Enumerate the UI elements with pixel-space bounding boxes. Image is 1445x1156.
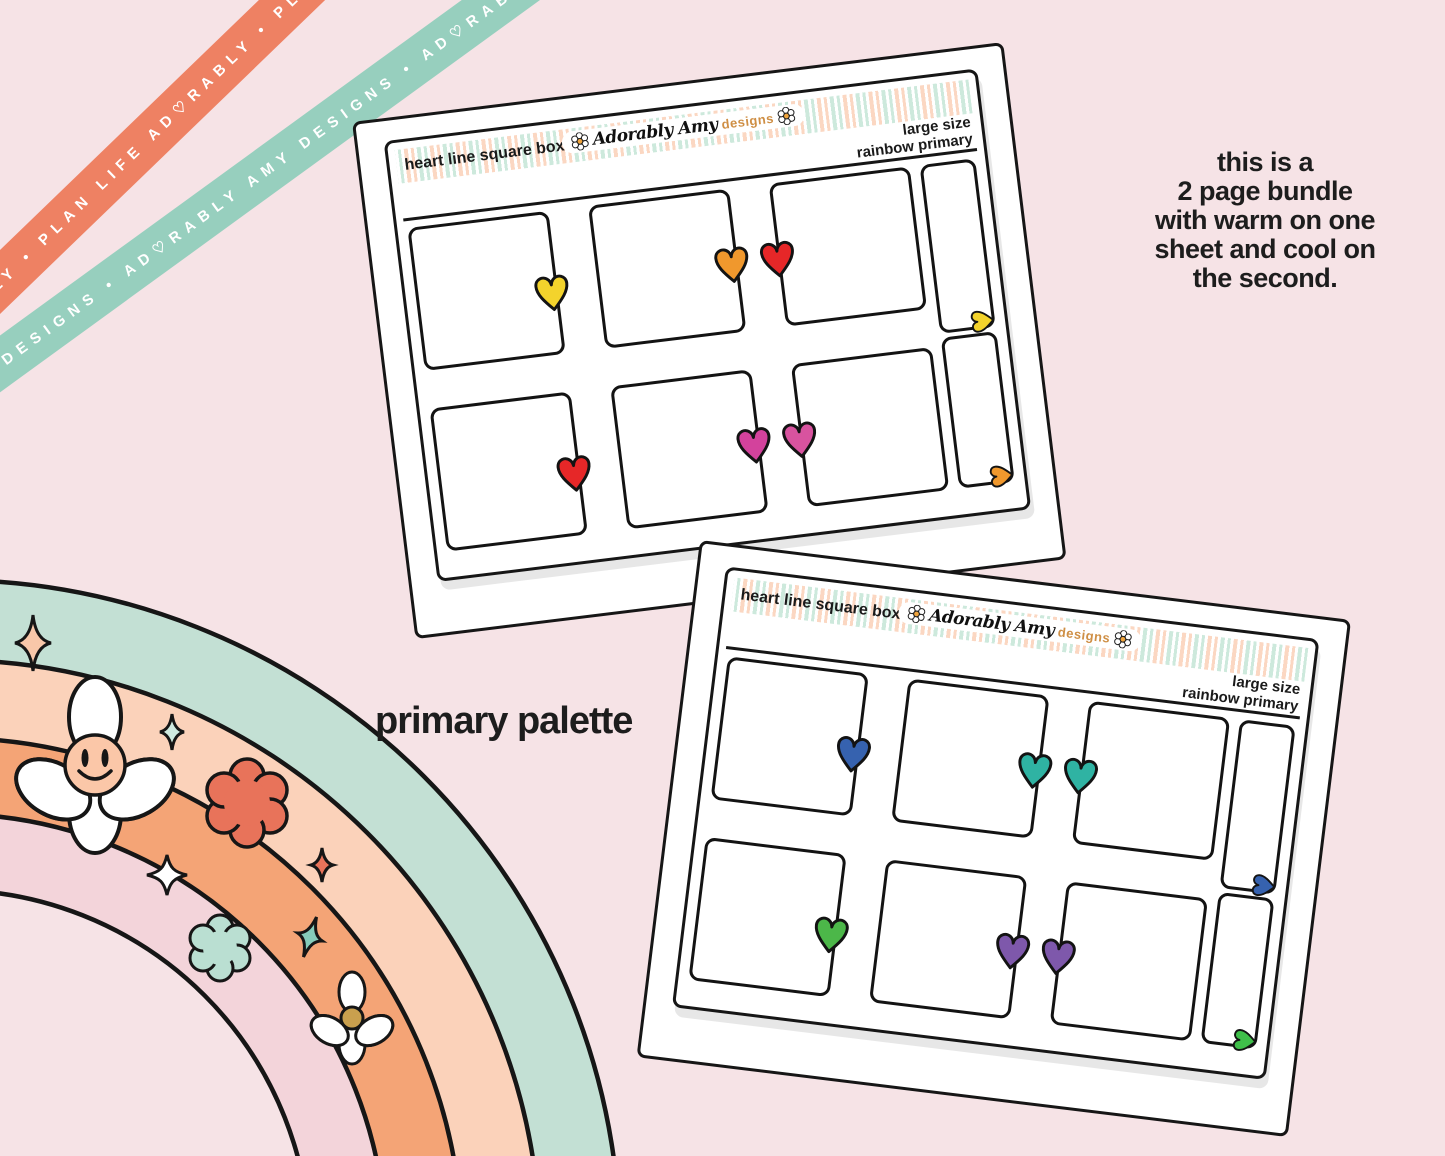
sticker-strip-box <box>1219 719 1296 895</box>
rainbow-illustration <box>0 579 616 1156</box>
brand-logo: Adorably Amy designs <box>897 600 1143 653</box>
heart-sticker <box>782 421 817 458</box>
heart-sticker <box>714 246 749 283</box>
gold-daisy-icon <box>309 970 395 1066</box>
heart-sticker <box>837 736 871 773</box>
palette-label: primary palette <box>375 700 633 742</box>
sparkle-icon <box>14 614 52 672</box>
washi-strip: heart line square boxes 2 Adorably Amy d… <box>730 577 1309 682</box>
brand-name: Adorably Amy <box>928 605 1056 641</box>
sparkle-icon <box>305 847 339 883</box>
brand-logo: Adorably Amy designs <box>560 102 806 155</box>
side-heart-sticker <box>989 465 1014 488</box>
heart-sticker <box>814 916 849 954</box>
daisy-icon <box>1114 630 1132 649</box>
heart-sticker <box>736 427 771 464</box>
heart-sticker <box>996 932 1031 970</box>
rainbow-bands <box>0 579 616 1156</box>
smiley-daisy-icon <box>14 675 176 855</box>
heart-sticker <box>1018 752 1053 789</box>
side-heart-sticker <box>970 310 995 333</box>
bundle-note: this is a 2 page bundle with warm on one… <box>1154 147 1376 293</box>
coral-flower-icon <box>205 757 289 849</box>
brand-designs: designs <box>720 110 775 132</box>
sheet1-content: heart line square boxes 1 Adorably Amy d… <box>383 68 1032 582</box>
daisy-icon <box>571 132 589 151</box>
brand-name: Adorably Amy <box>591 114 719 150</box>
sparkle-icon <box>159 713 185 751</box>
heart-sticker <box>1041 938 1076 975</box>
star-icon <box>292 916 328 958</box>
heart-sticker <box>534 274 569 312</box>
daisy-icon <box>907 604 926 624</box>
side-heart-sticker <box>1251 874 1276 897</box>
washi-strip: heart line square boxes 1 Adorably Amy d… <box>394 79 973 184</box>
sticker-sheet-1: heart line square boxes 1 Adorably Amy d… <box>352 42 1067 640</box>
side-heart-sticker <box>1232 1029 1257 1051</box>
daisy-icon <box>777 106 796 126</box>
heart-sticker <box>1064 757 1098 795</box>
brand-designs: designs <box>1057 623 1112 646</box>
heart-sticker <box>556 455 591 492</box>
heart-sticker <box>760 240 794 278</box>
sparkle-icon <box>146 854 188 896</box>
sticker-sheet-2: heart line square boxes 2 Adorably Amy d… <box>636 540 1352 1138</box>
sheet2-content: heart line square boxes 2 Adorably Amy d… <box>671 566 1320 1080</box>
teal-flower-icon <box>188 913 252 983</box>
